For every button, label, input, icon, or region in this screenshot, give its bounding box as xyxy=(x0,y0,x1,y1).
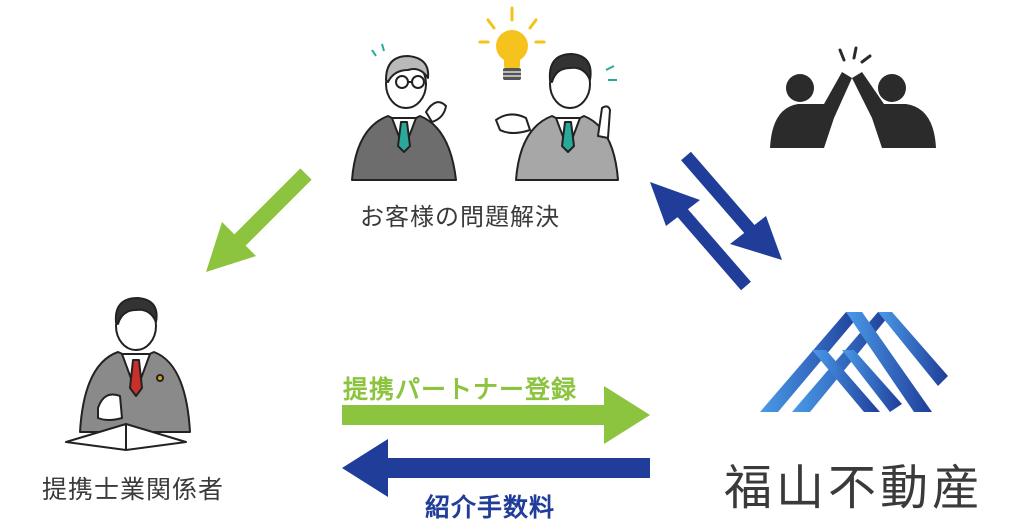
navy-exchange-arrows xyxy=(650,151,782,291)
high-five-icon xyxy=(770,46,936,148)
lightbulb-icon xyxy=(478,6,546,80)
partner-professionals-label: 提携士業関係者 xyxy=(42,475,225,504)
company-name-label: 福山不動産 xyxy=(724,460,985,516)
referral-fee-arrow xyxy=(342,439,650,497)
partner-registration-label: 提携パートナー登録 xyxy=(343,375,578,404)
customer-problem-solving-label: お客様の問題解決 xyxy=(360,203,560,231)
green-diagonal-arrow xyxy=(206,168,312,272)
registration-arrow xyxy=(342,386,650,444)
lawyer-with-book-icon xyxy=(65,297,191,451)
referral-fee-label: 紹介手数料 xyxy=(425,493,556,522)
company-mountain-logo-icon xyxy=(760,312,948,412)
idea-businessman-icon xyxy=(495,53,619,181)
thinking-elder-businessman-icon xyxy=(351,43,457,181)
